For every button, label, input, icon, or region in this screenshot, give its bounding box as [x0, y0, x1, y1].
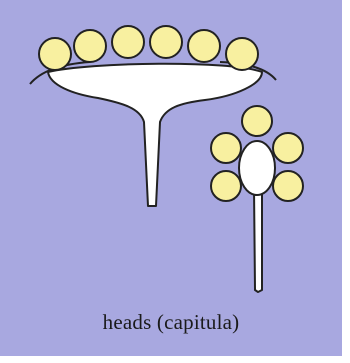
floret: [242, 106, 272, 136]
floret: [273, 171, 303, 201]
rounded-capitulum-icon: [211, 106, 303, 292]
diagram-caption: heads (capitula): [0, 310, 342, 335]
floret: [226, 38, 258, 70]
rounded-capitulum-stalk: [254, 188, 262, 292]
rounded-capitulum-receptacle: [239, 141, 275, 195]
floret: [112, 26, 144, 58]
diagram-panel: heads (capitula): [0, 0, 342, 356]
floret: [211, 133, 241, 163]
capitula-illustration: [0, 0, 342, 356]
floret: [188, 30, 220, 62]
floret: [211, 171, 241, 201]
floret: [150, 26, 182, 58]
floret: [273, 133, 303, 163]
floret: [74, 30, 106, 62]
floret: [39, 38, 71, 70]
